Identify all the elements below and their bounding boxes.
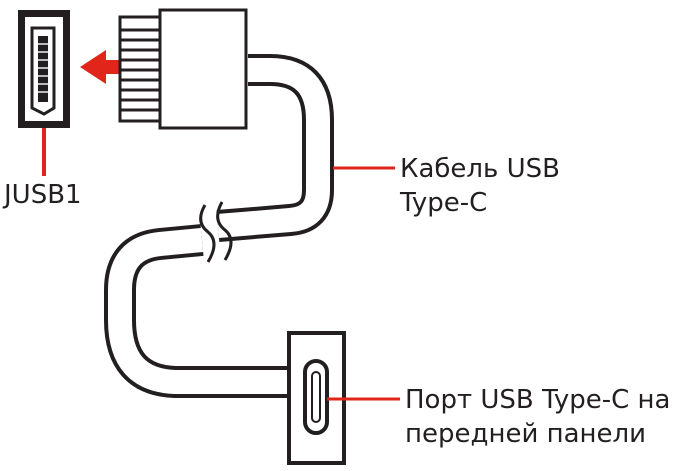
usb-connector-icon [118, 8, 248, 130]
cable-break-mark [216, 201, 233, 261]
port-label-line1: Порт USB Type-C на [405, 385, 671, 415]
header-label-text: JUSB1 [4, 180, 82, 210]
usb-header-icon [18, 10, 70, 176]
cable-label-line2: Type-C [400, 188, 488, 218]
usb-type-c-cable [104, 54, 334, 398]
port-label: Порт USB Type-C на передней панели [405, 383, 670, 451]
cable-label-line1: Кабель USB [400, 154, 560, 184]
header-label: JUSB1 [4, 178, 82, 212]
port-label-line2: передней панели [405, 419, 647, 449]
cable-label: Кабель USB Type-C [400, 152, 560, 220]
cable-break-mark [199, 204, 216, 263]
